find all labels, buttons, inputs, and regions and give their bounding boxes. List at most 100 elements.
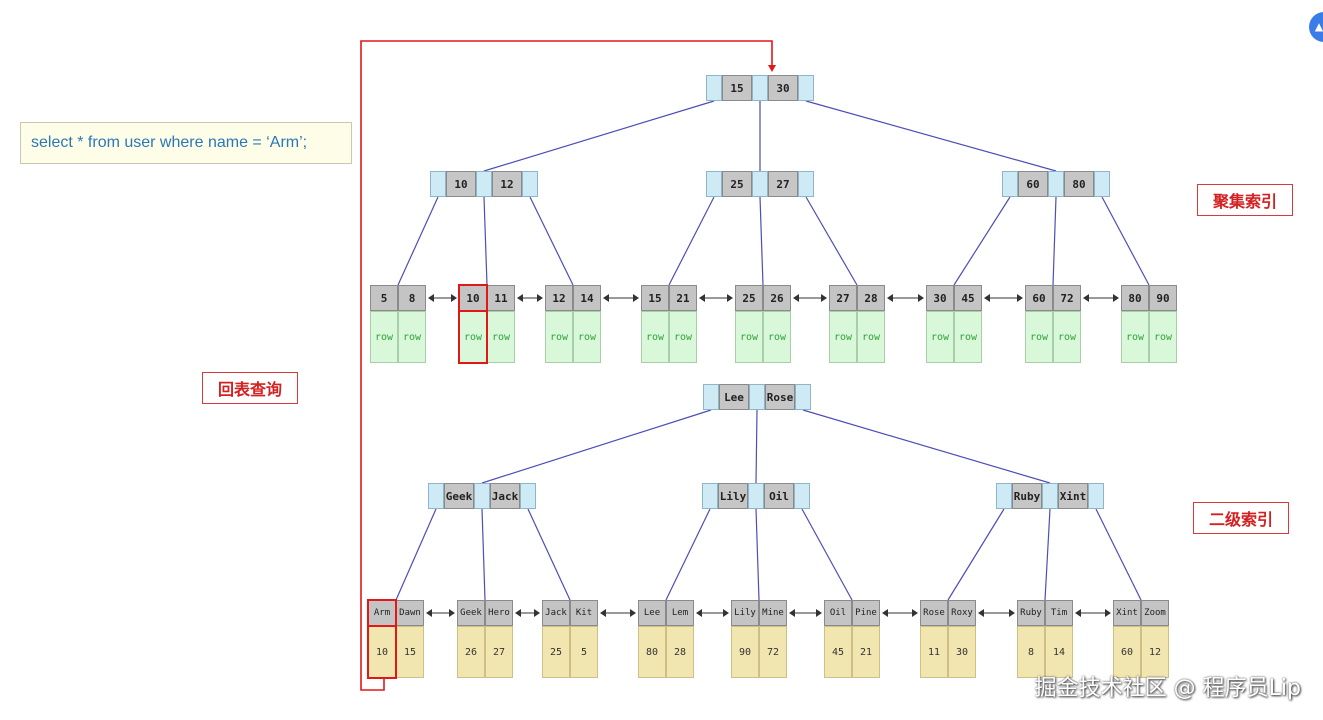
node-pointer <box>1002 171 1018 197</box>
clustered-edge <box>805 196 858 286</box>
row-data-cell: row <box>573 311 601 363</box>
clustered-edge <box>1101 196 1150 286</box>
node-pointer <box>752 171 768 197</box>
clustered-edge <box>483 100 715 172</box>
leaf-key: 90 <box>1149 285 1177 311</box>
leaf-key: 30 <box>926 285 954 311</box>
primary-key-cell: 5 <box>570 626 598 678</box>
clustered-sibling-arrow <box>699 294 705 302</box>
secondary-edge <box>1044 508 1051 601</box>
clustered-edge <box>805 100 1057 172</box>
sql-query-box: select * from user where name = ‘Arm’; <box>20 122 352 164</box>
sql-query-text: select * from user where name = ‘Arm’; <box>31 134 308 151</box>
row-data-cell: row <box>398 311 426 363</box>
node-key: Xint <box>1058 483 1088 509</box>
row-data-cell: row <box>1053 311 1081 363</box>
node-key: 15 <box>722 75 752 101</box>
secondary-edge <box>481 508 486 601</box>
node-pointer <box>476 171 492 197</box>
secondary-sibling-arrow <box>816 609 822 617</box>
row-data-cell: row <box>487 311 515 363</box>
leaf-key: 45 <box>954 285 982 311</box>
primary-key-cell: 80 <box>638 626 666 678</box>
row-data-cell: row <box>857 311 885 363</box>
primary-key-cell: 60 <box>1113 626 1141 678</box>
node-pointer <box>1088 483 1104 509</box>
node-key: 12 <box>492 171 522 197</box>
node-pointer <box>703 384 719 410</box>
leaf-key: 60 <box>1025 285 1053 311</box>
node-key: 80 <box>1064 171 1094 197</box>
node-key: Lily <box>718 483 748 509</box>
leaf-key: 25 <box>735 285 763 311</box>
node-key: 25 <box>722 171 752 197</box>
clustered-index-label: 聚集索引 <box>1197 184 1293 216</box>
secondary-edge <box>1095 508 1142 601</box>
leaf-key: 10 <box>458 284 488 312</box>
leaf-key: Mine <box>759 600 787 626</box>
node-key: 10 <box>446 171 476 197</box>
secondary-sibling-arrow <box>723 609 729 617</box>
primary-key-cell: 72 <box>759 626 787 678</box>
leaf-key: Tim <box>1045 600 1073 626</box>
leaf-key: Pine <box>852 600 880 626</box>
primary-key-cell: 26 <box>457 626 485 678</box>
row-data-cell: row <box>545 311 573 363</box>
leaf-key: 26 <box>763 285 791 311</box>
row-data-cell: row <box>926 311 954 363</box>
leaf-key: 14 <box>573 285 601 311</box>
clustered-sibling-arrow <box>603 294 609 302</box>
node-pointer <box>1048 171 1064 197</box>
primary-key-cell: 27 <box>485 626 513 678</box>
leaf-key: Xint <box>1113 600 1141 626</box>
primary-key-cell: 10 <box>367 625 397 679</box>
primary-key-cell: 8 <box>1017 626 1045 678</box>
leaf-key: 28 <box>857 285 885 311</box>
leaf-key: 15 <box>641 285 669 311</box>
leaf-key: 12 <box>545 285 573 311</box>
clustered-sibling-arrow <box>821 294 827 302</box>
clustered-sibling-arrow <box>517 294 523 302</box>
leaf-key: 72 <box>1053 285 1081 311</box>
primary-key-cell: 28 <box>666 626 694 678</box>
leaf-key: Zoom <box>1141 600 1169 626</box>
row-data-cell: row <box>829 311 857 363</box>
clustered-sibling-arrow <box>918 294 924 302</box>
app-badge-icon[interactable]: ▲ <box>1309 12 1323 42</box>
secondary-sibling-arrow <box>978 609 984 617</box>
row-data-cell: row <box>1121 311 1149 363</box>
leaf-key: Lily <box>731 600 759 626</box>
clustered-sibling-arrow <box>1083 294 1089 302</box>
secondary-edge <box>755 409 758 484</box>
node-key: 30 <box>768 75 798 101</box>
node-pointer <box>749 384 765 410</box>
leaf-key: Arm <box>367 599 397 627</box>
node-pointer <box>996 483 1012 509</box>
table-lookup-label-text: 回表查询 <box>217 380 282 399</box>
row-data-cell: row <box>735 311 763 363</box>
leaf-key: Lem <box>666 600 694 626</box>
watermark: 掘金技术社区 @ 程序员Lip <box>1034 676 1301 701</box>
node-pointer <box>795 384 811 410</box>
row-data-cell: row <box>954 311 982 363</box>
primary-key-cell: 25 <box>542 626 570 678</box>
secondary-sibling-arrow <box>600 609 606 617</box>
secondary-edge <box>801 508 853 601</box>
leaf-key: Geek <box>457 600 485 626</box>
secondary-sibling-arrow <box>630 609 636 617</box>
clustered-edge <box>953 196 1011 286</box>
node-key: Geek <box>444 483 474 509</box>
clustered-sibling-arrow <box>537 294 543 302</box>
